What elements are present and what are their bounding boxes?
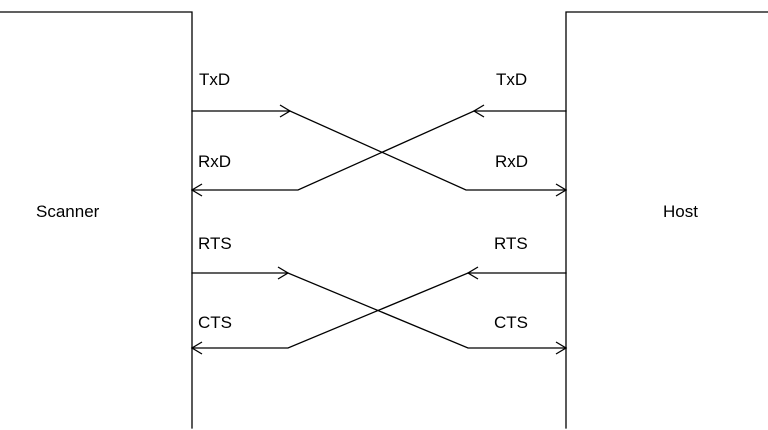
host-cts-label: CTS [494, 313, 528, 332]
arrow-scanner-cts [190, 341, 203, 355]
wire-rts-to-cts-reverse [191, 272, 567, 349]
arrow-host-rxd [555, 183, 568, 197]
scanner-label: Scanner [36, 202, 100, 221]
arrow-scanner-rts [277, 266, 290, 280]
scanner-cts-label: CTS [198, 313, 232, 332]
arrow-host-cts [555, 341, 568, 355]
arrow-scanner-rxd [190, 183, 203, 197]
scanner-rts-label: RTS [198, 234, 232, 253]
host-txd-label: TxD [496, 70, 528, 89]
scanner-rxd-label: RxD [198, 152, 232, 171]
arrow-scanner-txd [279, 104, 292, 118]
host-rts-label: RTS [494, 234, 528, 253]
host-label: Host [663, 202, 698, 221]
wire-txd-to-rxd [191, 110, 567, 191]
scanner-outline [0, 11, 193, 429]
arrow-host-rts [466, 266, 479, 280]
host-outline [565, 11, 768, 429]
scanner-txd-label: TxD [199, 70, 231, 89]
wire-txd-to-rxd-reverse [191, 110, 567, 191]
host-rxd-label: RxD [495, 152, 529, 171]
arrow-host-txd [472, 104, 485, 118]
